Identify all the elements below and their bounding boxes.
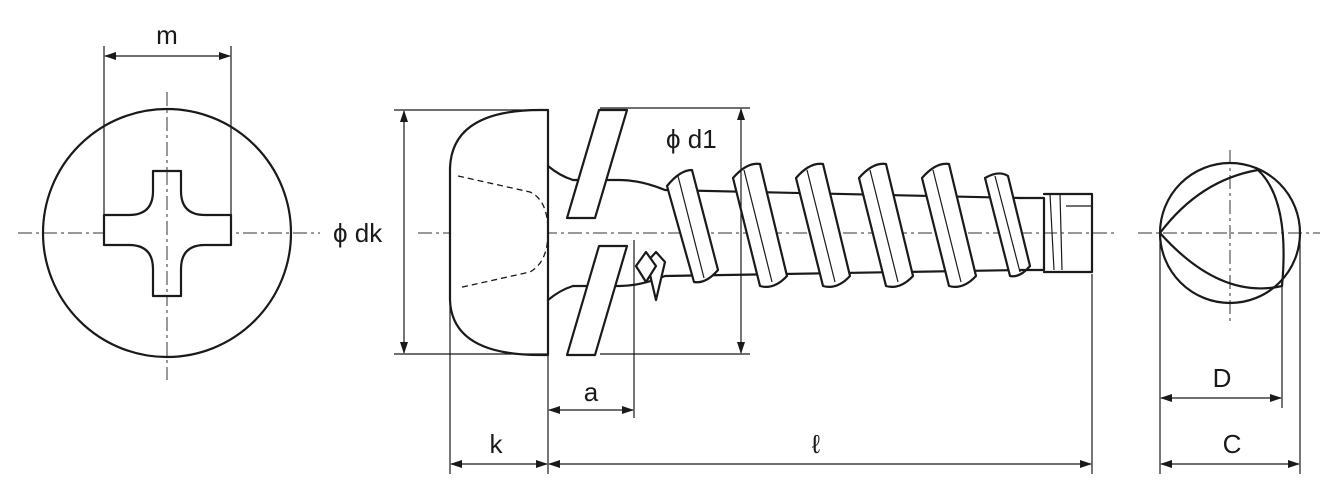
shank-root-bottom — [571, 268, 1022, 288]
head-neck — [546, 164, 575, 302]
thread-crest-5 — [920, 162, 978, 288]
head-recess-hidden-line — [457, 175, 549, 289]
m-dimension-label: m — [156, 20, 178, 50]
head-front-view: m — [18, 20, 320, 380]
D-dimension-label: D — [1213, 363, 1232, 393]
head-outline-circle — [41, 107, 293, 359]
thread-crest-1 — [665, 168, 720, 284]
thread-crest-3 — [794, 162, 852, 288]
upper-slant-section — [565, 108, 629, 220]
tip-threads — [1049, 193, 1092, 271]
thread-crest-shading — [677, 169, 1021, 283]
l-dimension-label: ℓ — [812, 429, 821, 459]
a-dimension-label: a — [584, 377, 599, 407]
screw-side-view: ϕ dk ϕ d1 a k ℓ — [333, 107, 1118, 474]
lower-slant-section — [565, 244, 629, 357]
k-dimension-label: k — [490, 429, 504, 459]
C-dimension-label: C — [1223, 429, 1242, 459]
thread-crest-4 — [857, 162, 915, 288]
shank-root-top — [571, 178, 1022, 200]
tip-end-view: D C — [1138, 150, 1320, 474]
screw-head-profile — [448, 108, 550, 357]
tip-body — [1018, 196, 1046, 272]
threaded-shank — [571, 162, 1094, 302]
lower-thread-tip — [634, 250, 658, 284]
dk-dimension-label: ϕ dk — [333, 218, 383, 248]
trilobular-profile — [1158, 168, 1285, 290]
tip-end — [1042, 192, 1094, 274]
d1-dimension-label: ϕ d1 — [666, 124, 717, 154]
